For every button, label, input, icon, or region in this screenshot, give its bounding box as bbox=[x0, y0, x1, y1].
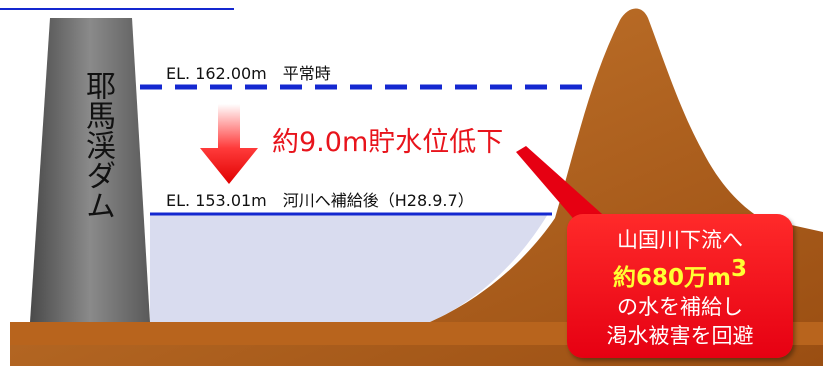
callout-line-4: 渇水被害を回避 bbox=[606, 324, 754, 348]
dam-body bbox=[30, 18, 150, 322]
water-level-drop-text: 約9.0m貯水位低下 bbox=[272, 127, 504, 158]
callout-amount-value: 約680万m bbox=[613, 265, 731, 291]
drop-arrow bbox=[200, 104, 258, 184]
callout-line-3: の水を補給し bbox=[617, 295, 743, 319]
reservoir-water bbox=[150, 214, 548, 322]
current-level-label: EL. 153.01m 河川へ補給後（H28.9.7） bbox=[166, 191, 474, 210]
dam-name-label: 耶馬渓ダム bbox=[80, 70, 115, 220]
callout-line-1: 山国川下流へ bbox=[617, 228, 743, 252]
callout-amount: 約680万m3 bbox=[567, 255, 793, 293]
callout-amount-superscript: 3 bbox=[730, 256, 747, 282]
normal-level-label: EL. 162.00m 平常時 bbox=[166, 64, 331, 83]
supply-callout: 山国川下流へ 約680万m3 の水を補給し 渇水被害を回避 bbox=[567, 214, 793, 358]
